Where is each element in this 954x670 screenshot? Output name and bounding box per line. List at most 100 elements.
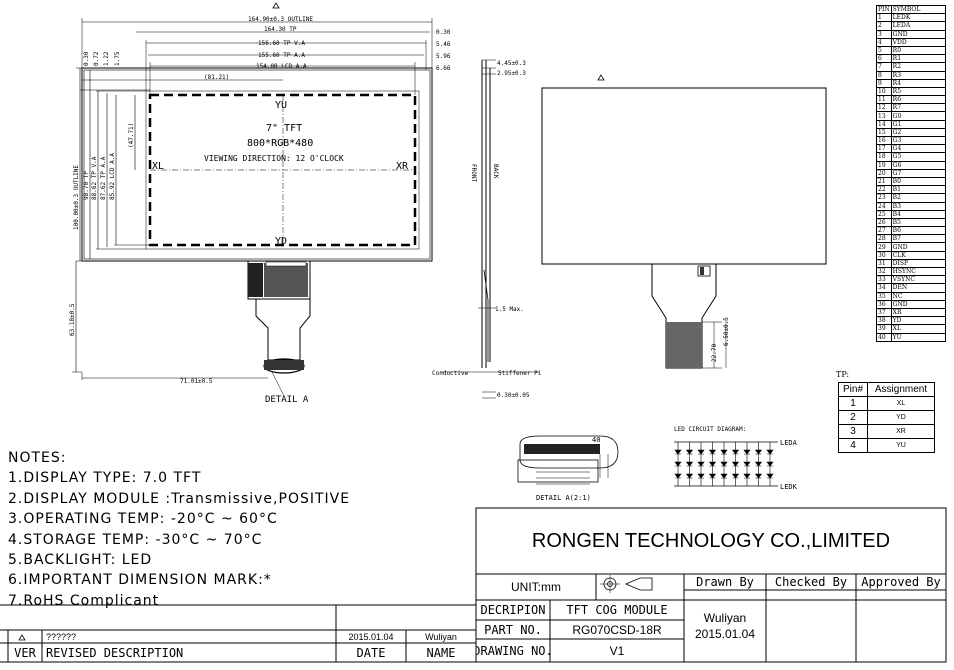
pin-symbol: B2: [890, 193, 947, 203]
pin-symbol: XL: [890, 324, 947, 334]
pin-number: 25: [876, 209, 892, 219]
tp-assignment: YD: [867, 410, 935, 425]
pin-number: 34: [876, 283, 892, 293]
pin-number: 11: [876, 95, 892, 105]
pin-number: 22: [876, 185, 892, 195]
company-name: RONGEN TECHNOLOGY CO.,LIMITED: [531, 529, 891, 552]
led-diode-icon: [685, 461, 694, 467]
revised-description-label: REVISED DESCRIPTION: [46, 645, 184, 660]
front-yd-label: YD: [275, 236, 287, 247]
tp-assignment: XL: [867, 396, 935, 411]
notes-heading: NOTES:: [8, 450, 67, 466]
dim-fpc-x: 71.01±0.5: [180, 378, 213, 385]
dim-rear-d2: 6.50±0.5: [723, 317, 730, 346]
dim-lcd-aa-w: 154.08 LCD A.A: [256, 63, 307, 70]
led-diode-icon: [708, 473, 717, 479]
dim-outline-w: 164.90±0.3 OUTLINE: [248, 16, 313, 23]
tp-assignment: YU: [867, 438, 935, 453]
tp-pin-header: Pin#: [838, 382, 868, 397]
tp-pin-number: 1: [838, 396, 868, 411]
dim-fpc-h: 63.18±0.5: [69, 303, 76, 336]
side-back-label: BACK: [492, 164, 499, 179]
pin-number: 27: [876, 226, 892, 236]
detail-a-label: DETAIL A(2:1): [536, 494, 591, 502]
pin-number: 2: [876, 21, 892, 31]
pin-symbol: YD: [890, 316, 947, 326]
led-diode-icon: [720, 473, 728, 479]
pin-symbol: VSYNC: [890, 275, 947, 285]
led-diode-icon: [685, 473, 694, 479]
front-yu-label: YU: [275, 100, 287, 111]
tp-assignment: XR: [867, 424, 935, 439]
ver-label: VER: [14, 645, 36, 660]
note-rohs: 7.RoHS Complicant: [8, 592, 160, 609]
led-ledk: LEDK: [780, 483, 798, 491]
tp-table-title: TP:: [836, 370, 850, 379]
front-res-label: 800*RGB*480: [247, 138, 313, 149]
pin-number: 1: [876, 13, 892, 23]
pin-col-header: PIN: [876, 4, 892, 15]
pin-number: 8: [876, 70, 892, 80]
front-view-label: VIEWING DIRECTION: 12 O'CLOCK: [204, 154, 344, 163]
dim-rear-d1: 22.70: [711, 344, 718, 362]
pin-number: 5: [876, 45, 892, 56]
notes: NOTES: 1.DISPLAY TYPE: 7.0 TFT 2.DISPLAY…: [8, 448, 350, 611]
led-diode-icon: [674, 461, 682, 467]
dim-tp-aa-w: 155.60 TP A.A: [258, 52, 305, 59]
pin-symbol: LEDK: [890, 13, 947, 23]
led-diode-icon: [754, 461, 763, 467]
pin-symbol: CLK: [890, 250, 947, 260]
led-diode-icon: [743, 473, 751, 479]
pin-symbol: GND: [890, 242, 947, 252]
led-diode-icon: [766, 473, 774, 479]
tp-outline: [83, 69, 431, 260]
pin-symbol: B5: [890, 217, 947, 228]
pin-symbol: B6: [890, 226, 947, 236]
dim-l1: 0.30: [83, 51, 90, 66]
pin-number: 39: [876, 324, 892, 334]
drawer-date: 2015.01.04: [694, 627, 756, 641]
pin-number: 38: [876, 316, 892, 326]
tp-pin-number: 2: [838, 410, 868, 425]
pin-symbol: B0: [890, 176, 947, 187]
pin-symbol: LEDA: [890, 21, 947, 31]
pin-symbol: R6: [890, 95, 947, 105]
pin-number: 21: [876, 176, 892, 187]
pin-number: 15: [876, 127, 892, 138]
pin-number: 29: [876, 242, 892, 252]
led-diode-icon: [708, 449, 717, 455]
led-diode-icon: [731, 449, 740, 455]
pin-number: 3: [876, 29, 892, 39]
part-no-label: PART NO.: [484, 622, 542, 637]
pin-symbol: R3: [890, 70, 947, 80]
led-diode-icon: [674, 449, 682, 455]
unit-label: UNIT:mm: [511, 580, 561, 594]
led-diode-icon: [697, 473, 705, 479]
led-diode-icon: [731, 461, 740, 467]
module-outline: [81, 67, 433, 262]
note-backlight: 5.BACKLIGHT: LED: [8, 552, 153, 569]
tp-assign-header: Assignment: [867, 382, 935, 397]
led-diode-icon: [708, 461, 717, 467]
name-label: NAME: [426, 645, 456, 660]
dim-side-t2: 2.95±0.3: [497, 70, 526, 77]
pin-symbol: GND: [890, 29, 947, 39]
description-label: DECRIPION: [480, 603, 546, 617]
